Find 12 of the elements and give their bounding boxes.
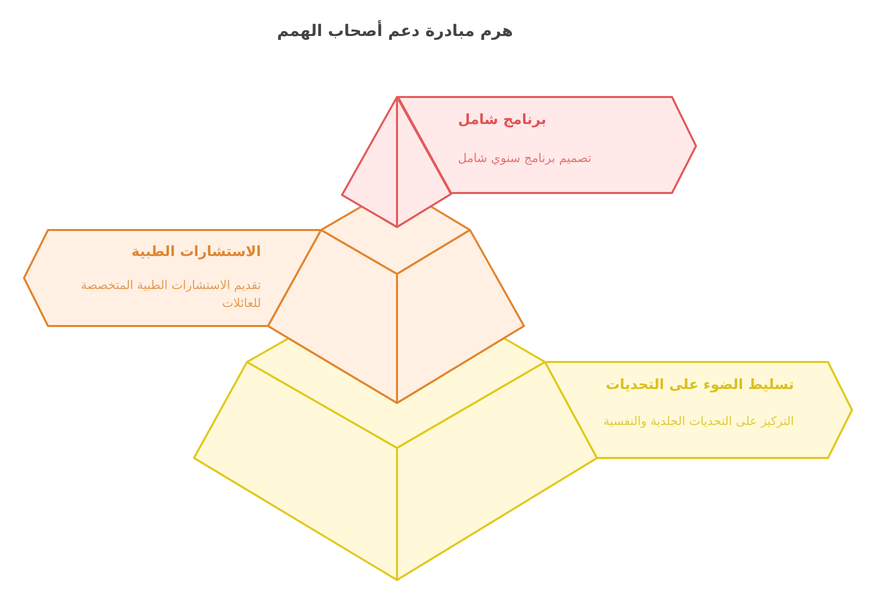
pyramid-tier <box>267 205 525 404</box>
banner-description: التركيز على التحديات الجلدية والنفسية <box>603 413 794 430</box>
diagram-title: هرم مبادرة دعم أصحاب الهمم <box>277 20 513 42</box>
banner-heading: الاستشارات الطبية <box>131 243 261 262</box>
banner-heading: تسليط الضوء على التحديات <box>606 376 794 395</box>
banner-description: تصميم برنامج سنوي شامل <box>458 150 592 167</box>
pyramid-tier <box>341 96 453 228</box>
banner-description: تقديم الاستشارات الطبية المتخصصة للعائلات <box>80 277 261 312</box>
callout-banner <box>544 361 853 459</box>
banner-heading: برنامج شامل <box>458 111 546 130</box>
callout-banner <box>23 229 323 327</box>
pyramid-tier <box>193 337 598 581</box>
